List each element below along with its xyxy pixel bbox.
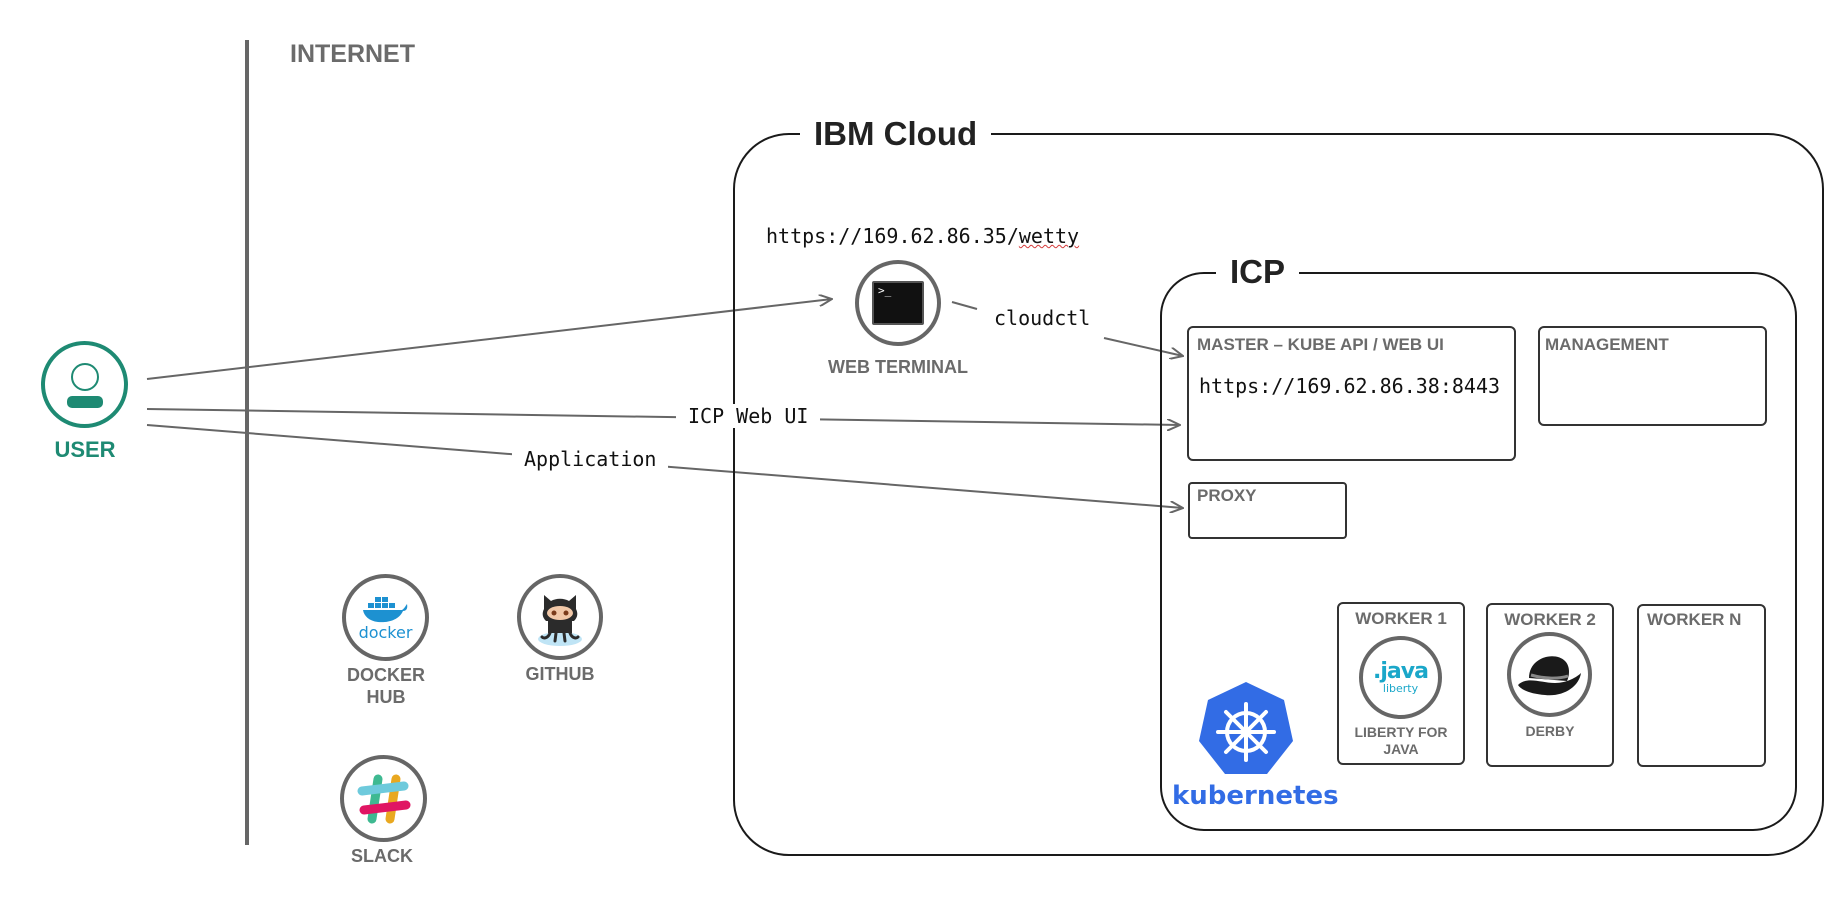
internet-label: INTERNET bbox=[290, 40, 415, 68]
worker-1-label: WORKER 1 bbox=[1355, 609, 1447, 628]
cloudctl-label: cloudctl bbox=[990, 306, 1095, 330]
proxy-node[interactable]: PROXY bbox=[1188, 482, 1347, 539]
slack-node[interactable] bbox=[340, 755, 427, 842]
web-terminal-url-prefix: https://169.62.86.35/ bbox=[766, 224, 1019, 248]
derby-hat-icon bbox=[1517, 655, 1581, 695]
user-label: USER bbox=[54, 437, 116, 462]
ibm-cloud-title: IBM Cloud bbox=[800, 114, 992, 154]
docker-hub-label: DOCKER HUB bbox=[346, 665, 425, 707]
worker-2-node[interactable]: WORKER 2 DERBY bbox=[1486, 603, 1614, 767]
terminal-prompt: >_ bbox=[878, 284, 892, 297]
slack-label: SLACK bbox=[351, 846, 413, 866]
web-terminal-label: WEB TERMINAL bbox=[828, 357, 968, 377]
master-url: https://169.62.86.38:8443 bbox=[1199, 374, 1501, 398]
java-wordmark: .java bbox=[1373, 659, 1429, 684]
github-octocat-icon bbox=[538, 595, 582, 646]
docker-whale-icon bbox=[363, 596, 408, 622]
user-to-terminal-connector bbox=[146, 299, 832, 380]
terminal-cloudctl-connector-a bbox=[951, 301, 978, 310]
terminal-cloudctl-connector-b bbox=[1103, 337, 1183, 356]
web-terminal-node[interactable]: >_ bbox=[855, 260, 941, 346]
slack-hash-icon bbox=[357, 774, 410, 823]
icp-title: ICP bbox=[1216, 252, 1300, 292]
master-label: MASTER – KUBE API / WEB UI bbox=[1197, 335, 1444, 354]
docker-wordmark: docker bbox=[358, 622, 413, 642]
application-label: Application bbox=[512, 447, 669, 471]
terminal-icon: >_ bbox=[872, 281, 924, 325]
management-node[interactable]: MANAGEMENT bbox=[1538, 326, 1767, 426]
master-node[interactable]: MASTER – KUBE API / WEB UI https://169.6… bbox=[1187, 326, 1516, 461]
user-avatar bbox=[41, 341, 128, 428]
worker-1-app-label: LIBERTY FOR JAVA bbox=[1354, 724, 1448, 757]
icp-web-ui-label: ICP Web UI bbox=[676, 404, 821, 428]
proxy-label: PROXY bbox=[1197, 486, 1257, 505]
worker-2-label: WORKER 2 bbox=[1504, 610, 1596, 629]
ibm-cloud-boundary bbox=[733, 133, 1824, 856]
kubernetes-logo-icon bbox=[1199, 682, 1293, 774]
kubernetes-wordmark: kubernetes bbox=[1172, 781, 1339, 811]
person-icon bbox=[66, 362, 103, 408]
docker-hub-node[interactable]: docker bbox=[342, 574, 429, 661]
liberty-java-logo: .java liberty bbox=[1359, 636, 1442, 719]
web-terminal-url: https://169.62.86.35/wetty bbox=[766, 224, 1079, 248]
worker-n-node[interactable]: WORKER N bbox=[1637, 604, 1766, 767]
github-label: GITHUB bbox=[525, 664, 595, 684]
user-to-master-connector bbox=[146, 408, 1180, 425]
github-node[interactable] bbox=[517, 574, 603, 660]
web-terminal-url-suffix: wetty bbox=[1018, 224, 1080, 248]
worker-2-app-label: DERBY bbox=[1525, 723, 1575, 739]
icp-boundary bbox=[1160, 272, 1797, 831]
derby-logo bbox=[1507, 632, 1592, 717]
worker-1-node[interactable]: WORKER 1 .java liberty LIBERTY FOR JAVA bbox=[1337, 602, 1465, 765]
liberty-wordmark: liberty bbox=[1382, 682, 1419, 695]
worker-n-label: WORKER N bbox=[1647, 610, 1742, 629]
user-node[interactable] bbox=[41, 341, 128, 428]
management-label: MANAGEMENT bbox=[1545, 335, 1669, 354]
